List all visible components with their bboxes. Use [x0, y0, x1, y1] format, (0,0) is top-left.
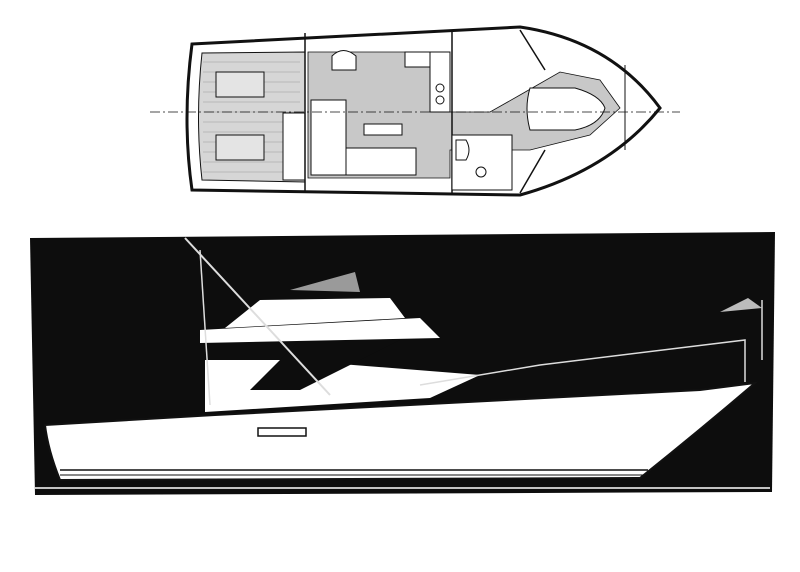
hatch-upper — [215, 71, 265, 98]
hatch-lower — [215, 134, 265, 161]
deck-plan — [150, 25, 680, 197]
stove-burner — [435, 95, 445, 105]
settee-base — [345, 147, 417, 176]
head — [451, 134, 513, 191]
cockpit-locker — [282, 112, 306, 181]
settee — [310, 99, 347, 176]
helm-seat — [331, 50, 357, 71]
galley-counter — [429, 51, 451, 113]
radar-arch — [290, 272, 360, 292]
table — [363, 123, 403, 136]
flybridge-top — [225, 298, 405, 328]
v-berth — [526, 87, 606, 131]
bow-rail — [419, 339, 746, 386]
stove-burner — [435, 83, 445, 93]
outrigger — [184, 237, 331, 396]
cabin-window — [250, 340, 400, 390]
hull-window — [257, 427, 307, 437]
toilet — [455, 139, 470, 161]
flybridge — [200, 318, 440, 343]
galley-sink — [404, 51, 431, 68]
head-sink — [475, 166, 487, 178]
hull-side — [43, 381, 759, 482]
pennant-flag — [720, 298, 762, 312]
side-profile — [30, 232, 775, 495]
